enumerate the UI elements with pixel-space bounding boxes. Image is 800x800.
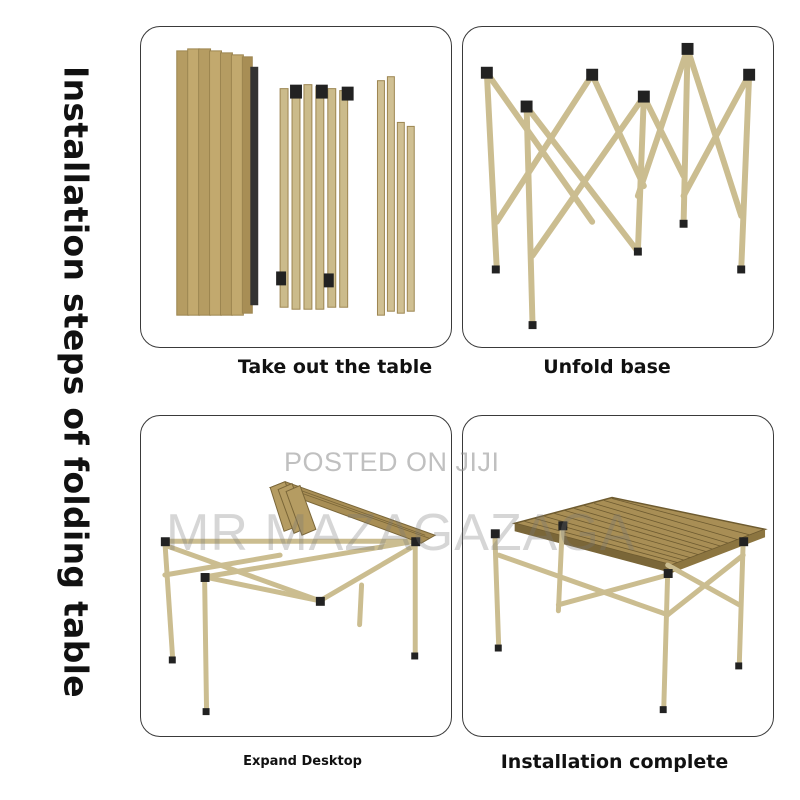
step-3-caption: Expand Desktop <box>243 754 362 769</box>
watermark-posted: POSTED ON JIJI <box>284 447 500 477</box>
packed-table-image <box>176 48 415 316</box>
expanding-desktop-image <box>160 480 437 716</box>
title-text: Installation steps of folding table <box>56 66 96 698</box>
step-2-caption: Unfold base <box>543 356 671 378</box>
unfolded-base-image <box>480 42 756 330</box>
step-4-caption: Installation complete <box>500 751 729 773</box>
vertical-title: Installation steps of folding table <box>48 66 104 698</box>
completed-table-image <box>490 496 768 714</box>
step-4-photo <box>462 415 774 737</box>
step-2-photo <box>462 26 774 348</box>
step-1-caption: Take out the table <box>237 356 433 378</box>
watermark-seller: MR MAZAGAZAGA <box>166 504 636 562</box>
step-3-photo <box>140 415 452 737</box>
step-1-photo <box>140 26 452 348</box>
